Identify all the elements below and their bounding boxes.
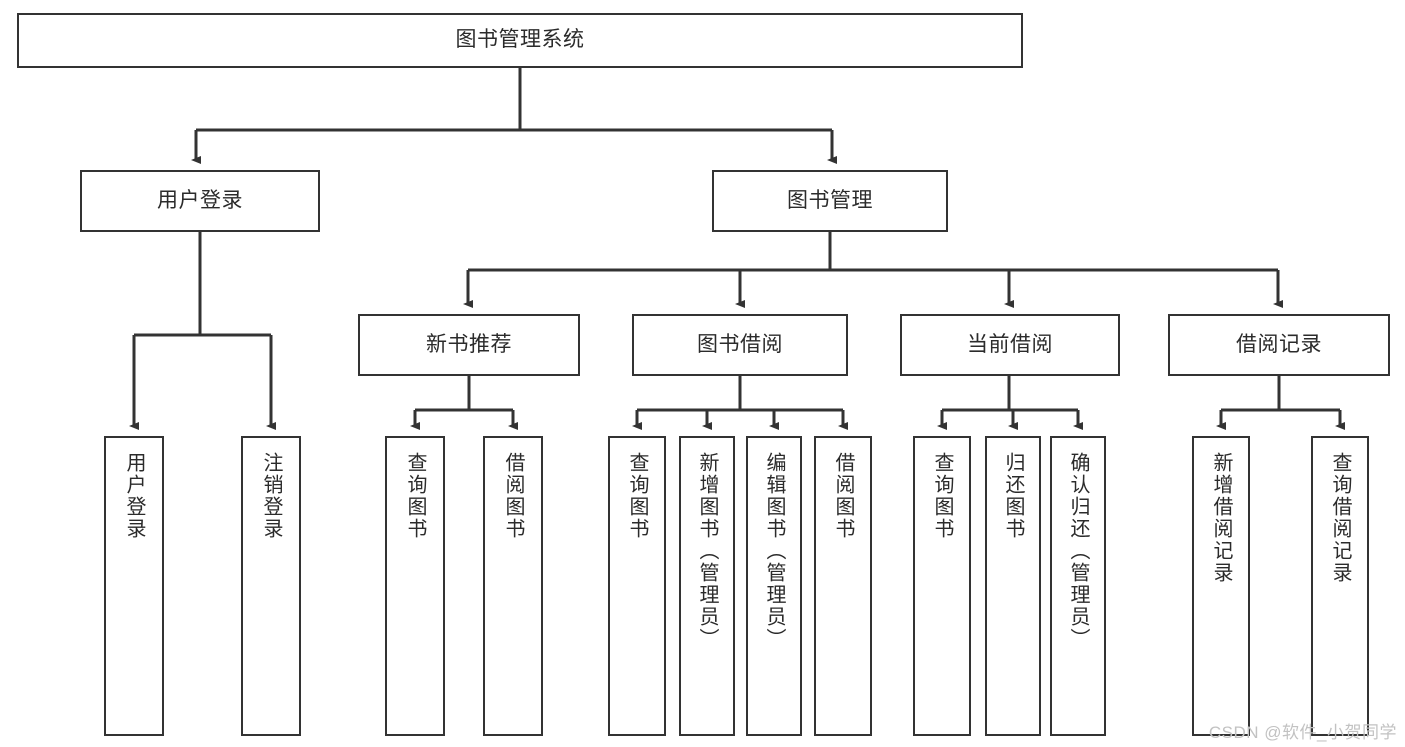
node-leaf-confirm-return-admin[interactable]: 确认归还（管理员） bbox=[1050, 436, 1106, 736]
node-leaf-borrow-book-1[interactable]: 借阅图书 bbox=[483, 436, 543, 736]
node-leaf-borrow-book-2[interactable]: 借阅图书 bbox=[814, 436, 872, 736]
node-leaf-query-book-2[interactable]: 查询图书 bbox=[608, 436, 666, 736]
node-leaf-confirm-return-admin-label: 确认归还（管理员） bbox=[1067, 452, 1089, 650]
node-current-borrow-label: 当前借阅 bbox=[967, 332, 1053, 356]
node-borrow-record[interactable]: 借阅记录 bbox=[1168, 314, 1390, 376]
node-leaf-logout-login-label: 注销登录 bbox=[260, 452, 282, 540]
node-leaf-query-book-3[interactable]: 查询图书 bbox=[913, 436, 971, 736]
node-leaf-query-borrow-record-label: 查询借阅记录 bbox=[1329, 452, 1351, 584]
node-user-login[interactable]: 用户登录 bbox=[80, 170, 320, 232]
node-new-book-recommend[interactable]: 新书推荐 bbox=[358, 314, 580, 376]
node-leaf-edit-book-admin-label: 编辑图书（管理员） bbox=[763, 452, 785, 650]
node-new-book-recommend-label: 新书推荐 bbox=[426, 332, 512, 356]
node-leaf-user-login-label: 用户登录 bbox=[123, 452, 145, 540]
node-leaf-add-borrow-record-label: 新增借阅记录 bbox=[1210, 452, 1232, 584]
node-leaf-query-book-1-label: 查询图书 bbox=[404, 452, 426, 540]
node-leaf-add-book-admin[interactable]: 新增图书（管理员） bbox=[679, 436, 735, 736]
node-book-manage-label: 图书管理 bbox=[787, 188, 873, 212]
node-leaf-borrow-book-1-label: 借阅图书 bbox=[502, 452, 524, 540]
node-book-borrow[interactable]: 图书借阅 bbox=[632, 314, 848, 376]
node-leaf-borrow-book-2-label: 借阅图书 bbox=[832, 452, 854, 540]
node-leaf-return-book[interactable]: 归还图书 bbox=[985, 436, 1041, 736]
node-leaf-query-book-3-label: 查询图书 bbox=[931, 452, 953, 540]
node-leaf-return-book-label: 归还图书 bbox=[1002, 452, 1024, 540]
node-leaf-add-borrow-record[interactable]: 新增借阅记录 bbox=[1192, 436, 1250, 736]
node-leaf-query-book-1[interactable]: 查询图书 bbox=[385, 436, 445, 736]
node-leaf-add-book-admin-label: 新增图书（管理员） bbox=[696, 452, 718, 650]
node-root[interactable]: 图书管理系统 bbox=[17, 13, 1023, 68]
node-leaf-query-book-2-label: 查询图书 bbox=[626, 452, 648, 540]
node-borrow-record-label: 借阅记录 bbox=[1236, 332, 1322, 356]
node-user-login-label: 用户登录 bbox=[157, 188, 243, 212]
node-leaf-user-login[interactable]: 用户登录 bbox=[104, 436, 164, 736]
node-leaf-query-borrow-record[interactable]: 查询借阅记录 bbox=[1311, 436, 1369, 736]
node-current-borrow[interactable]: 当前借阅 bbox=[900, 314, 1120, 376]
node-book-manage[interactable]: 图书管理 bbox=[712, 170, 948, 232]
node-leaf-edit-book-admin[interactable]: 编辑图书（管理员） bbox=[746, 436, 802, 736]
node-book-borrow-label: 图书借阅 bbox=[697, 332, 783, 356]
node-leaf-logout-login[interactable]: 注销登录 bbox=[241, 436, 301, 736]
node-root-label: 图书管理系统 bbox=[455, 28, 585, 52]
